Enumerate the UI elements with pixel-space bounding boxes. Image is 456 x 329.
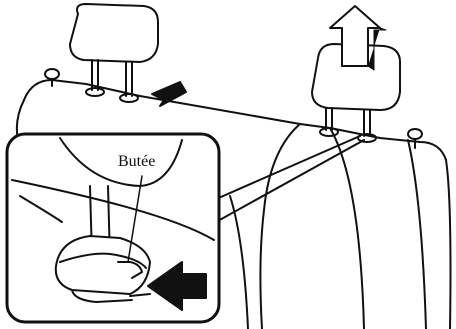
detail-inset	[5, 132, 221, 324]
push-arrow-upper-icon	[151, 81, 187, 107]
lift-arrow-icon	[329, 5, 387, 71]
left-knob	[44, 68, 60, 87]
stopper-label: Butée	[118, 153, 155, 170]
seat-back	[15, 79, 452, 329]
left-headrest	[69, 3, 159, 103]
right-headrest	[311, 43, 401, 143]
callout-pointer	[213, 135, 365, 223]
right-knob	[407, 128, 423, 149]
